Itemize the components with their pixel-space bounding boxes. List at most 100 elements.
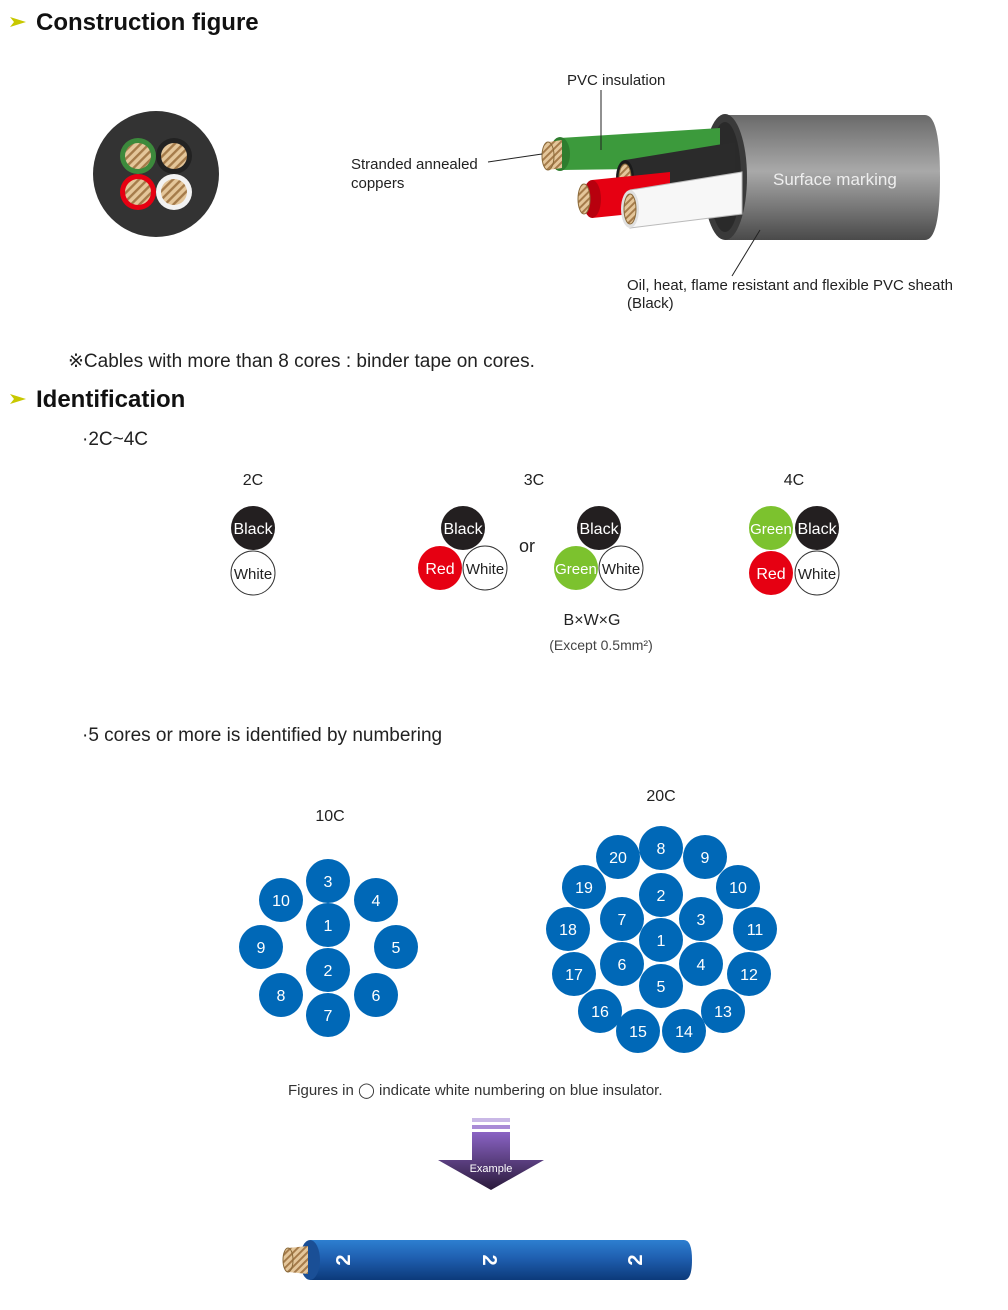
10c-core-label-1: 1 bbox=[324, 918, 333, 935]
core-green-3c-b: Green bbox=[554, 546, 598, 590]
20c-core-label-18: 18 bbox=[559, 922, 577, 939]
20c-core-label-3: 3 bbox=[697, 912, 706, 929]
label-sheath-line2: (Black) bbox=[627, 295, 674, 312]
core-black-3c-b: Black bbox=[577, 506, 621, 550]
title-3c: 3C bbox=[524, 472, 544, 489]
10c-core-4 bbox=[354, 878, 398, 922]
20c-core-label-7: 7 bbox=[618, 912, 627, 929]
svg-text:Black: Black bbox=[443, 521, 483, 538]
label-sheath-line1: Oil, heat, flame resistant and flexible … bbox=[627, 277, 954, 294]
20c-core-1 bbox=[639, 918, 683, 962]
except-note: (Except 0.5mm²) bbox=[549, 637, 652, 653]
10c-core-3 bbox=[306, 859, 350, 903]
20c-core-8 bbox=[639, 826, 683, 870]
20c-core-5 bbox=[639, 964, 683, 1008]
20c-core-2 bbox=[639, 873, 683, 917]
core-white-4c: White bbox=[794, 550, 840, 596]
title-20c: 20C bbox=[646, 788, 675, 805]
core-red-3c-a: Red bbox=[418, 546, 462, 590]
cable-marking-2: 2 bbox=[478, 1254, 500, 1265]
20c-core-label-14: 14 bbox=[675, 1024, 693, 1041]
svg-text:Red: Red bbox=[756, 566, 785, 583]
title-4c: 4C bbox=[784, 472, 804, 489]
svg-text:White: White bbox=[602, 561, 640, 578]
cable-cross-section bbox=[93, 111, 219, 237]
chevron-right-icon bbox=[10, 17, 26, 27]
20c-core-10 bbox=[716, 865, 760, 909]
core-black-4c: Black bbox=[795, 506, 839, 550]
10c-core-10 bbox=[259, 878, 303, 922]
20c-core-label-17: 17 bbox=[565, 967, 583, 984]
cable-marking-1: 2 bbox=[333, 1254, 355, 1265]
20c-core-7 bbox=[600, 897, 644, 941]
20c-core-19 bbox=[562, 865, 606, 909]
20c-core-label-4: 4 bbox=[697, 957, 706, 974]
10c-core-label-6: 6 bbox=[372, 988, 381, 1005]
10c-core-label-3: 3 bbox=[324, 874, 333, 891]
20c-core-6 bbox=[600, 942, 644, 986]
svg-text:White: White bbox=[798, 566, 836, 583]
core-white-2c: White bbox=[230, 550, 276, 596]
10c-core-label-9: 9 bbox=[257, 940, 266, 957]
svg-text:Green: Green bbox=[555, 561, 597, 578]
10c-core-1 bbox=[306, 903, 350, 947]
10c-core-9 bbox=[239, 925, 283, 969]
10c-core-6 bbox=[354, 973, 398, 1017]
20c-core-11 bbox=[733, 907, 777, 951]
10c-core-label-10: 10 bbox=[272, 893, 290, 910]
10c-core-8 bbox=[259, 973, 303, 1017]
20c-core-20 bbox=[596, 835, 640, 879]
10c-core-label-5: 5 bbox=[392, 940, 401, 957]
20c-core-18 bbox=[546, 907, 590, 951]
20c-core-label-8: 8 bbox=[657, 841, 666, 858]
10c-core-label-4: 4 bbox=[372, 893, 381, 910]
svg-text:Black: Black bbox=[579, 521, 619, 538]
code-bwg: B×W×G bbox=[564, 612, 621, 629]
20c-core-4 bbox=[679, 942, 723, 986]
example-arrow-icon: Example bbox=[438, 1118, 544, 1190]
core-black-3c-a: Black bbox=[441, 506, 485, 550]
20c-core-12 bbox=[727, 952, 771, 996]
20c-core-label-6: 6 bbox=[618, 957, 627, 974]
example-blue-cable: 2 2 2 bbox=[282, 1240, 692, 1280]
cable-marking-3: 2 bbox=[625, 1254, 647, 1265]
20c-core-label-15: 15 bbox=[629, 1024, 647, 1041]
10c-core-2 bbox=[306, 948, 350, 992]
20c-core-label-1: 1 bbox=[657, 933, 666, 950]
20c-core-label-20: 20 bbox=[609, 850, 627, 867]
20c-core-17 bbox=[552, 952, 596, 996]
label-conductor-line1: Stranded annealed bbox=[351, 156, 478, 173]
cable-3d-illustration bbox=[487, 90, 940, 277]
svg-text:White: White bbox=[234, 566, 272, 583]
title-2c: 2C bbox=[243, 472, 263, 489]
figure-note: Figures in ◯ indicate white numbering on… bbox=[288, 1082, 663, 1099]
20c-core-label-13: 13 bbox=[714, 1004, 732, 1021]
subheading-numbering: ·5 cores or more is identified by number… bbox=[82, 725, 443, 746]
example-label: Example bbox=[470, 1163, 513, 1175]
10c-core-label-2: 2 bbox=[324, 963, 333, 980]
svg-text:Green: Green bbox=[750, 521, 792, 538]
svg-text:Black: Black bbox=[797, 521, 837, 538]
or-text: or bbox=[519, 536, 535, 556]
core-white-3c-b: White bbox=[598, 545, 644, 591]
10c-core-label-8: 8 bbox=[277, 988, 286, 1005]
svg-text:White: White bbox=[466, 561, 504, 578]
20c-core-16 bbox=[578, 989, 622, 1033]
20c-core-14 bbox=[662, 1009, 706, 1053]
svg-text:Black: Black bbox=[233, 521, 273, 538]
core-green-4c: Green bbox=[749, 506, 793, 550]
20c-core-label-2: 2 bbox=[657, 888, 666, 905]
section-heading-construction: Construction figure bbox=[8, 9, 259, 37]
10c-core-label-7: 7 bbox=[324, 1008, 333, 1025]
label-conductor-line2: coppers bbox=[351, 175, 405, 192]
core-color-diagrams: 2C Black White 3C Black Red White or Bla… bbox=[230, 472, 840, 653]
svg-text:Red: Red bbox=[425, 561, 454, 578]
20c-core-label-12: 12 bbox=[740, 967, 758, 984]
20c-core-9 bbox=[683, 835, 727, 879]
20c-core-label-19: 19 bbox=[575, 880, 593, 897]
core-red-4c: Red bbox=[749, 551, 793, 595]
cores-10c: 1 2 3 4 5 6 7 8 9 10 bbox=[239, 859, 418, 1037]
label-pvc-insulation: PVC insulation bbox=[567, 72, 666, 89]
